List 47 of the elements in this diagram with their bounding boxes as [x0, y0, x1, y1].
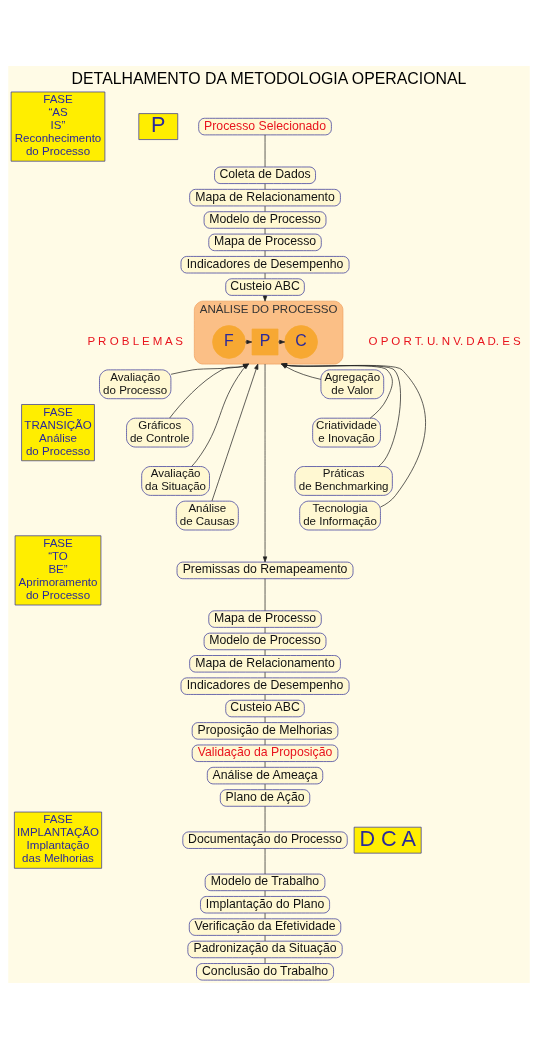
node-box: Mapa de Processo: [208, 233, 322, 251]
node-box: FASE “TO BE” Aprimoramento do Processo: [14, 534, 102, 605]
node-box: Análise de Ameaça: [206, 766, 324, 784]
arrow: [169, 363, 249, 418]
arrow: [277, 339, 286, 344]
label: P R O B L E M A S: [87, 334, 183, 347]
node-box: Modelo de Processo: [203, 632, 327, 650]
node-box: Processo Selecionado: [198, 117, 332, 135]
node-box: Padronização da Situação: [187, 940, 343, 958]
label: O P O R T. U. N V. D A D. E S: [368, 334, 521, 347]
node-box: Criatividade e Inovação: [312, 417, 381, 447]
node-box: Avaliação do Processo: [99, 369, 172, 399]
node-box: Indicadores de Desempenho: [180, 255, 350, 273]
node-box: Premissas do Remapeamento: [176, 561, 354, 579]
node-circle: C: [284, 324, 318, 359]
node-box: FASE TRANSIÇÃO Análise do Processo: [21, 403, 95, 461]
node-box: Gráficos de Controle: [126, 417, 194, 447]
node-box: Análise de Causas: [175, 500, 239, 530]
node-box: Modelo de Trabalho: [204, 873, 326, 891]
node-box: Mapa de Relacionamento: [189, 654, 341, 672]
node-box: Conclusão do Trabalho: [196, 962, 334, 980]
node-box: Verificação da Efetividade: [188, 917, 342, 936]
node-box: FASE “AS IS” Reconhecimento do Processo: [10, 91, 106, 162]
arrow: [170, 363, 249, 375]
node-box: Mapa de Relacionamento: [189, 188, 341, 206]
node-box: Agregação de Valor: [320, 369, 385, 399]
node-box: P: [138, 112, 179, 140]
node-box: Custeio ABC: [225, 699, 305, 717]
node-box: Plano de Ação: [219, 788, 311, 807]
node-box: Documentação do Processo: [182, 831, 348, 849]
arrow: [191, 363, 249, 467]
diagram-title: DETALHAMENTO DA METODOLOGIA OPERACIONAL: [71, 69, 467, 87]
arrow: [262, 363, 268, 562]
node-box: Tecnologia de Informação: [299, 500, 381, 530]
node-box: Coleta de Dados: [214, 166, 316, 184]
arrow: [244, 339, 253, 344]
arrow: [211, 363, 259, 501]
node-box: Avaliação da Situação: [141, 465, 210, 496]
node-box: Mapa de Processo: [208, 609, 322, 628]
node-box: FASE IMPLANTAÇÃO Implantação das Melhorias: [14, 811, 102, 869]
node-box: D C A: [353, 826, 422, 853]
node-box: Práticas de Benchmarking: [294, 465, 393, 496]
node-box: Modelo de Processo: [203, 210, 327, 229]
node-box: Implantação do Plano: [200, 895, 330, 913]
node-box: Proposição de Melhorias: [191, 721, 339, 740]
node-box: Indicadores de Desempenho: [180, 677, 350, 695]
node-box: Validação da Proposição: [191, 744, 339, 762]
